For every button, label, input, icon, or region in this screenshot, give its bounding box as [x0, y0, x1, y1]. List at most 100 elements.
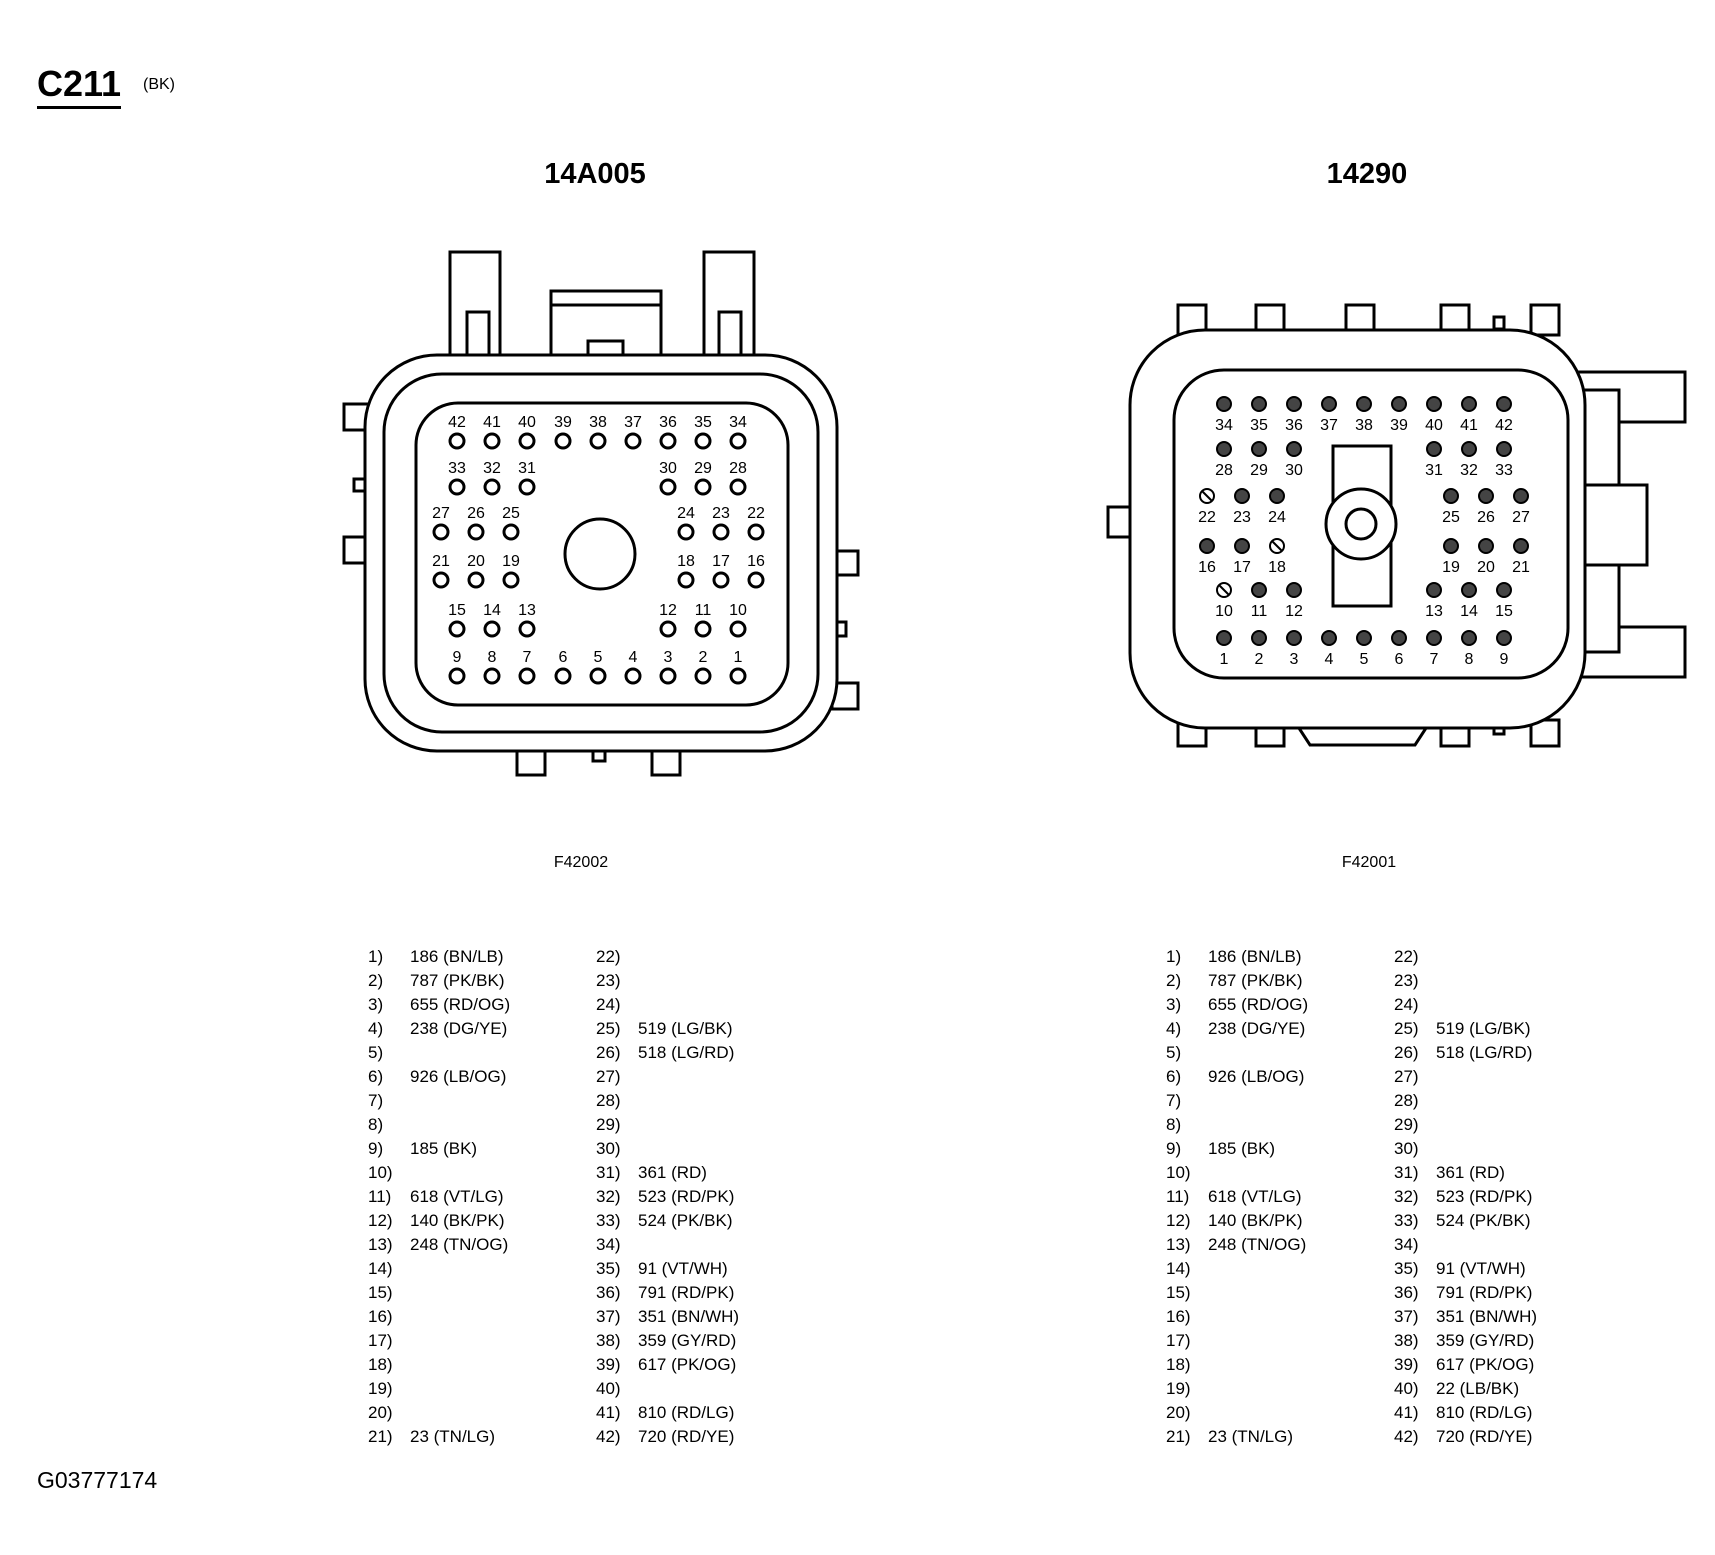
circuit-code: 524 (PK/BK)	[638, 1211, 733, 1230]
pin-number: 6)	[1166, 1067, 1182, 1086]
pin-38-cavity	[589, 432, 607, 450]
pinout-row: 5)	[1166, 1042, 1208, 1064]
pinout-row: 9)185 (BK)	[368, 1138, 477, 1160]
pinout-row: 13)248 (TN/OG)	[1166, 1234, 1306, 1256]
pin-number: 36)	[596, 1283, 621, 1302]
pin-25-cavity	[1443, 488, 1459, 504]
pinout-row: 32)523 (RD/PK)	[596, 1186, 734, 1208]
pinout-row: 15)	[1166, 1282, 1208, 1304]
pin-number: 15)	[1166, 1283, 1191, 1302]
pin-number: 11)	[1166, 1187, 1190, 1206]
pin-34-cavity	[1216, 396, 1232, 412]
pin-11-cavity	[694, 620, 712, 638]
pin-6-cavity	[554, 667, 572, 685]
empty-cavity-mark	[1201, 490, 1213, 502]
circuit-code: 359 (GY/RD)	[1436, 1331, 1535, 1350]
pin-24-label: 24	[677, 505, 695, 522]
pin-25-cavity	[502, 523, 520, 541]
pin-number: 26)	[1394, 1043, 1419, 1062]
pin-34-label: 34	[729, 414, 747, 431]
pin-42-cavity	[1496, 396, 1512, 412]
pin-16-cavity	[1199, 538, 1215, 554]
pin-25-label: 25	[1442, 509, 1460, 526]
pin-15-cavity	[1496, 582, 1512, 598]
circuit-code: 791 (RD/PK)	[1436, 1283, 1533, 1302]
pin-28-label: 28	[729, 460, 747, 477]
pin-40-label: 40	[518, 414, 536, 431]
circuit-code: 720 (RD/YE)	[638, 1427, 735, 1446]
pin-36-label: 36	[659, 414, 677, 431]
pin-40-cavity	[518, 432, 536, 450]
pin-number: 5)	[368, 1043, 384, 1062]
pin-number: 12)	[368, 1211, 393, 1230]
pin-8-label: 8	[488, 649, 497, 666]
pin-32-label: 32	[483, 460, 501, 477]
pin-number: 34)	[596, 1235, 621, 1254]
pin-12-label: 12	[659, 602, 677, 619]
pinout-row: 22)	[596, 946, 638, 968]
pin-23-label: 23	[1233, 509, 1251, 526]
pin-17-label: 17	[1233, 559, 1251, 576]
pin-20-label: 20	[1477, 559, 1495, 576]
pinout-row: 7)	[368, 1090, 410, 1112]
pin-number: 20)	[1166, 1403, 1191, 1422]
pin-2-cavity	[694, 667, 712, 685]
pin-41-cavity	[483, 432, 501, 450]
pin-13-cavity	[518, 620, 536, 638]
pinout-row: 12)140 (BK/PK)	[1166, 1210, 1303, 1232]
circuit-code: 524 (PK/BK)	[1436, 1211, 1531, 1230]
pin-41-label: 41	[1460, 417, 1478, 434]
pin-28-label: 28	[1215, 462, 1233, 479]
pin-number: 34)	[1394, 1235, 1419, 1254]
pinout-row: 35)91 (VT/WH)	[1394, 1258, 1526, 1280]
pinout-row: 1)186 (BN/LB)	[1166, 946, 1302, 968]
pin-39-cavity	[554, 432, 572, 450]
pin-number: 10)	[368, 1163, 393, 1182]
pinout-row: 42)720 (RD/YE)	[596, 1426, 734, 1448]
pinout-row: 17)	[1166, 1330, 1208, 1352]
pinout-row: 24)	[1394, 994, 1436, 1016]
pin-21-cavity	[1513, 538, 1529, 554]
pin-26-label: 26	[467, 505, 485, 522]
pin-30-label: 30	[659, 460, 677, 477]
pinout-row: 29)	[596, 1114, 638, 1136]
pin-number: 22)	[596, 947, 621, 966]
pin-30-cavity	[659, 478, 677, 496]
pin-37-cavity	[1321, 396, 1337, 412]
pin-number: 10)	[1166, 1163, 1191, 1182]
connector-a-title: 14A005	[544, 158, 646, 190]
pin-number: 12)	[1166, 1211, 1191, 1230]
pin-number: 1)	[1166, 947, 1182, 966]
circuit-code: 351 (BN/WH)	[1436, 1307, 1538, 1326]
pin-2-cavity	[1251, 630, 1267, 646]
connector-a-figure-id: F42002	[553, 854, 609, 871]
pin-number: 37)	[1394, 1307, 1419, 1326]
pin-12-cavity	[659, 620, 677, 638]
pin-number: 8)	[368, 1115, 384, 1134]
pin-number: 35)	[596, 1259, 621, 1278]
pin-15-label: 15	[448, 602, 466, 619]
pin-number: 27)	[596, 1067, 621, 1086]
connector-b-title: 14290	[1326, 158, 1408, 190]
pin-9-cavity	[1496, 630, 1512, 646]
circuit-code: 519 (LG/BK)	[1436, 1019, 1531, 1038]
pinout-row: 10)	[368, 1162, 410, 1184]
pin-3-cavity	[1286, 630, 1302, 646]
pinout-row: 5)	[368, 1042, 410, 1064]
pin-30-cavity	[1286, 441, 1302, 457]
pin-35-label: 35	[694, 414, 712, 431]
pin-19-label: 19	[1442, 559, 1460, 576]
pin-15-cavity	[448, 620, 466, 638]
circuit-code: 617 (PK/OG)	[1436, 1355, 1535, 1374]
pin-number: 28)	[1394, 1091, 1419, 1110]
circuit-code: 238 (DG/YE)	[410, 1019, 508, 1038]
circuit-code: 618 (VT/LG)	[1208, 1187, 1302, 1206]
pinout-row: 24)	[596, 994, 638, 1016]
pin-number: 8)	[1166, 1115, 1182, 1134]
connector-a-body	[342, 250, 860, 777]
pin-18-cavity	[677, 571, 695, 589]
pin-19-label: 19	[502, 553, 520, 570]
pin-37-label: 37	[1320, 417, 1338, 434]
pinout-row: 31)361 (RD)	[1394, 1162, 1505, 1184]
circuit-code: 655 (RD/OG)	[1208, 995, 1309, 1014]
